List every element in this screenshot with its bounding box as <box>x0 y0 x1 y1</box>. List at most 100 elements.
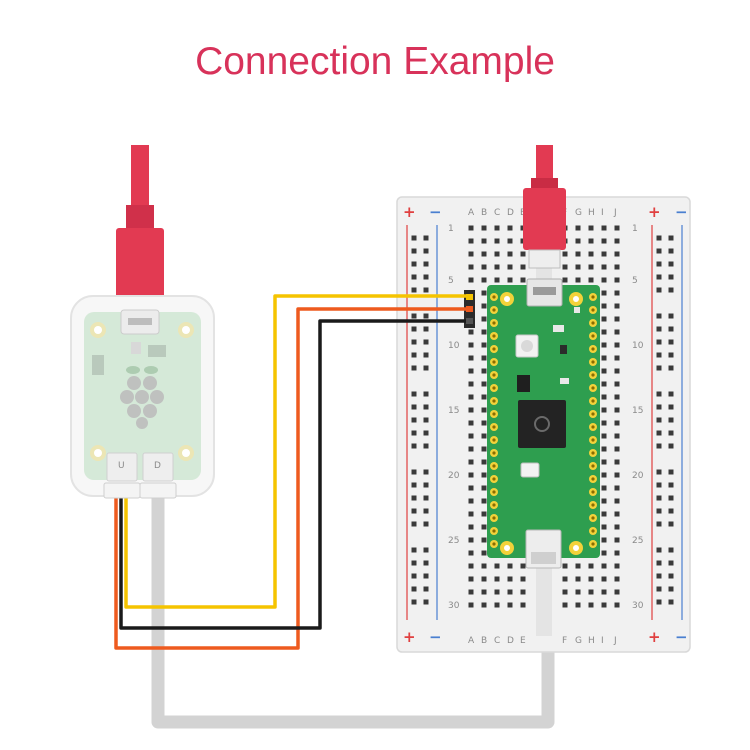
breadboard-hole <box>588 563 594 569</box>
rail-hole <box>423 573 429 579</box>
breadboard-hole <box>601 251 607 257</box>
breadboard-hole <box>494 589 500 595</box>
breadboard-hole <box>468 524 474 530</box>
page-title: Connection Example <box>195 40 555 83</box>
rail-hole <box>668 313 674 319</box>
pico-pad-hole <box>591 542 595 546</box>
breadboard-hole <box>481 329 487 335</box>
breadboard-hole <box>468 433 474 439</box>
breadboard-hole <box>601 290 607 296</box>
pico-pad-hole <box>492 295 496 299</box>
rail-hole <box>668 365 674 371</box>
breadboard-hole <box>562 563 568 569</box>
pico-pad-hole <box>492 386 496 390</box>
row-number-left-20: 20 <box>448 471 460 481</box>
breadboard-hole <box>614 576 620 582</box>
plus-sign-top-right: + <box>648 203 661 221</box>
breadboard-hole <box>614 563 620 569</box>
breadboard-hole <box>481 355 487 361</box>
rail-hole <box>668 586 674 592</box>
rail-hole <box>411 235 417 241</box>
rail-hole <box>668 417 674 423</box>
pico-pad-hole <box>591 308 595 312</box>
row-number-left-25: 25 <box>448 536 459 546</box>
breadboard-hole <box>481 563 487 569</box>
breadboard-hole <box>601 225 607 231</box>
breadboard-hole <box>614 550 620 556</box>
pico-board <box>487 278 600 569</box>
row-number-right-15: 15 <box>632 406 643 416</box>
breadboard-hole <box>494 563 500 569</box>
breadboard-hole <box>601 355 607 361</box>
breadboard-hole <box>468 355 474 361</box>
rail-hole <box>656 417 662 423</box>
breadboard-hole <box>481 316 487 322</box>
debug-probe: U D <box>70 295 215 499</box>
col-letter-top-A: A <box>468 208 475 218</box>
pico-pad-hole <box>591 451 595 455</box>
rail-hole <box>411 287 417 293</box>
breadboard-hole <box>601 238 607 244</box>
row-number-right-30: 30 <box>632 601 644 611</box>
rail-hole <box>668 261 674 267</box>
row-number-left-5: 5 <box>448 276 454 286</box>
rail-hole <box>656 547 662 553</box>
row-number-right-20: 20 <box>632 471 644 481</box>
col-letter-top-I: I <box>601 208 604 218</box>
rail-hole <box>668 274 674 280</box>
pico-pad-hole <box>492 321 496 325</box>
row-number-left-15: 15 <box>448 406 459 416</box>
breadboard-hole <box>507 277 513 283</box>
rail-hole <box>411 248 417 254</box>
rail-hole <box>668 495 674 501</box>
rail-hole <box>656 235 662 241</box>
pico-pad-hole <box>492 503 496 507</box>
breadboard-hole <box>507 264 513 270</box>
breadboard-hole <box>562 277 568 283</box>
col-letter-bottom-H: H <box>588 636 595 646</box>
breadboard-hole <box>494 225 500 231</box>
rail-hole <box>423 586 429 592</box>
breadboard-hole <box>601 589 607 595</box>
breadboard-hole <box>468 225 474 231</box>
breadboard-hole <box>614 277 620 283</box>
breadboard-hole <box>601 329 607 335</box>
rail-hole <box>411 547 417 553</box>
pico-pad-hole <box>492 399 496 403</box>
breadboard-hole <box>575 589 581 595</box>
breadboard-hole <box>588 576 594 582</box>
breadboard-hole <box>601 433 607 439</box>
pico-pad-hole <box>492 477 496 481</box>
rail-hole <box>411 599 417 605</box>
breadboard-hole <box>601 524 607 530</box>
row-number-right-25: 25 <box>632 536 643 546</box>
rail-hole <box>656 248 662 254</box>
breadboard-hole <box>507 602 513 608</box>
rail-hole <box>411 365 417 371</box>
breadboard-hole <box>601 602 607 608</box>
rail-hole <box>423 287 429 293</box>
breadboard-hole <box>588 251 594 257</box>
plus-sign-bottom-right: + <box>648 628 661 646</box>
pico-usb-cable <box>523 145 566 269</box>
breadboard-hole <box>468 342 474 348</box>
pico-pad-hole <box>591 516 595 520</box>
pico-pads <box>490 293 597 548</box>
rail-hole <box>656 391 662 397</box>
breadboard-hole <box>601 303 607 309</box>
breadboard-hole <box>601 277 607 283</box>
breadboard-hole <box>614 238 620 244</box>
rail-hole <box>411 339 417 345</box>
breadboard-hole <box>520 264 526 270</box>
pico-pad-hole <box>492 451 496 455</box>
breadboard-hole <box>481 472 487 478</box>
breadboard-hole <box>614 446 620 452</box>
wire-orange <box>114 307 466 650</box>
breadboard-hole <box>494 602 500 608</box>
breadboard-hole <box>562 576 568 582</box>
rail-hole <box>656 287 662 293</box>
breadboard-hole <box>507 589 513 595</box>
breadboard-hole <box>494 576 500 582</box>
breadboard-hole <box>468 472 474 478</box>
rail-hole <box>411 573 417 579</box>
